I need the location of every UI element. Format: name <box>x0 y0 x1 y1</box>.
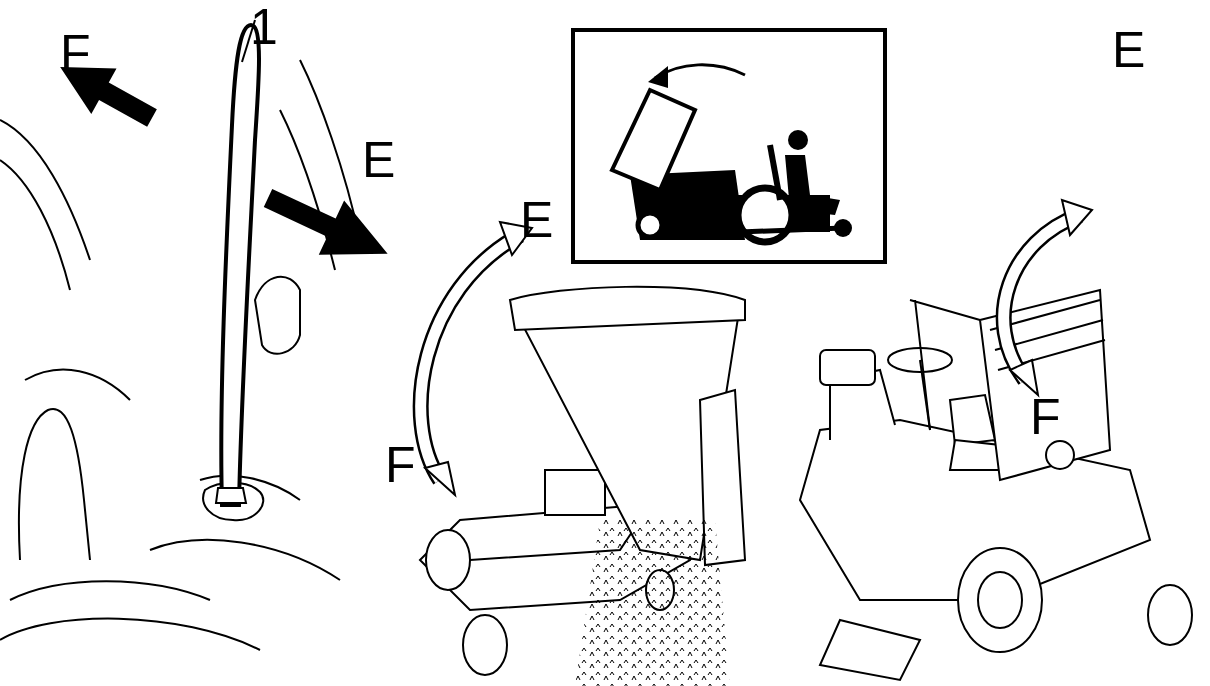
lever-panel <box>0 60 360 650</box>
tip-arrow <box>421 222 532 495</box>
grass-pile <box>575 520 730 686</box>
direction-letter: E <box>520 195 553 245</box>
direction-arrow <box>255 171 400 281</box>
direction-letter: E <box>1112 25 1145 75</box>
ride-on-mower <box>800 290 1192 680</box>
pictogram-inset <box>573 30 885 262</box>
lever-nut <box>216 488 246 503</box>
callout-number: 1 <box>250 2 278 52</box>
direction-letter: F <box>385 440 416 490</box>
lever-handle <box>221 25 259 505</box>
tip-arrow <box>1004 200 1092 395</box>
direction-letter: F <box>60 28 91 78</box>
direction-letter: E <box>362 135 395 185</box>
direction-letter: F <box>1030 392 1061 442</box>
